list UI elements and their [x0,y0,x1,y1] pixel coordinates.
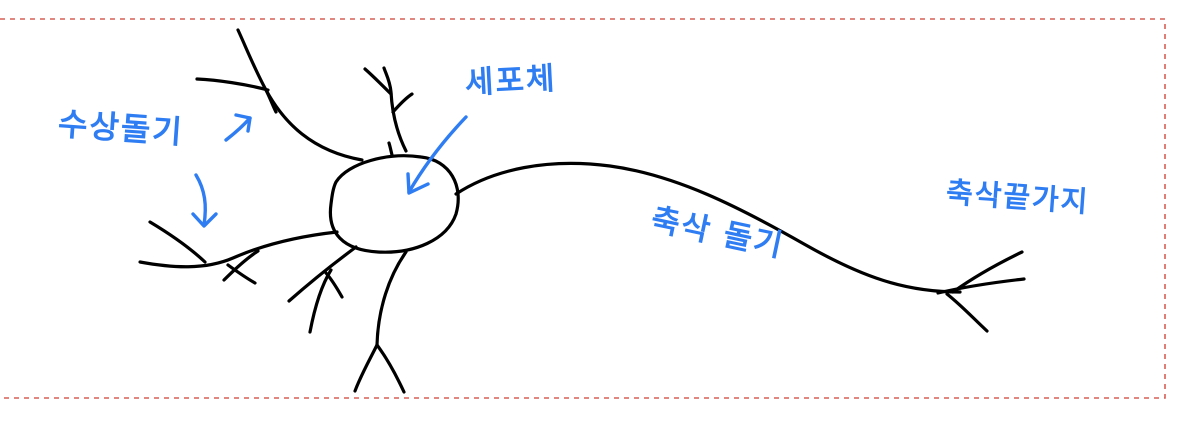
axon-terminal-upper [951,250,1024,294]
dendrite-bottom-middle-trunk [375,250,408,347]
dendrite-top-left-trunk [236,28,364,162]
dendrite-top-left-branch-b [264,88,278,114]
dashed-border [0,18,1166,399]
cell-body-arrow-head [406,172,430,195]
dendrite-left-lower-trunk [138,230,339,269]
soma [328,154,460,254]
axon-terminal-lower [945,292,989,333]
axon-terminal-middle [936,277,1026,295]
dendrite-arrow-up-head [234,113,252,133]
blue-arrows [191,113,468,228]
dendrite-left-lower-branch-c [222,249,260,282]
dendrite-arrow-down [194,173,207,227]
cell-body-label: 세포체 [464,60,558,102]
dendrite-left-lower-branch-a [148,220,207,264]
dendrite-bottom-left-branch-b [324,271,344,299]
dendrite-arrow-up [224,116,252,142]
dendrite-top-middle-branch-b [391,92,414,114]
dendrite-top-left-branch-a [195,77,270,92]
dendrite-bottom-middle-branch-a [353,343,379,393]
dendrite-top-middle-branch-a [363,67,393,96]
dendrite-bottom-middle-branch-b [375,343,406,394]
dendrite-top-middle-short [387,141,394,157]
neuron-body-and-branches [138,28,1026,394]
dendrite-bottom-left-trunk [287,245,358,303]
dendrite-left-lower-branch-b [226,263,257,285]
dendrite-label: 수상돌기 [56,104,185,152]
axon [454,161,962,294]
dendrite-arrow-down-head [191,212,218,228]
cell-body-arrow [407,115,468,194]
